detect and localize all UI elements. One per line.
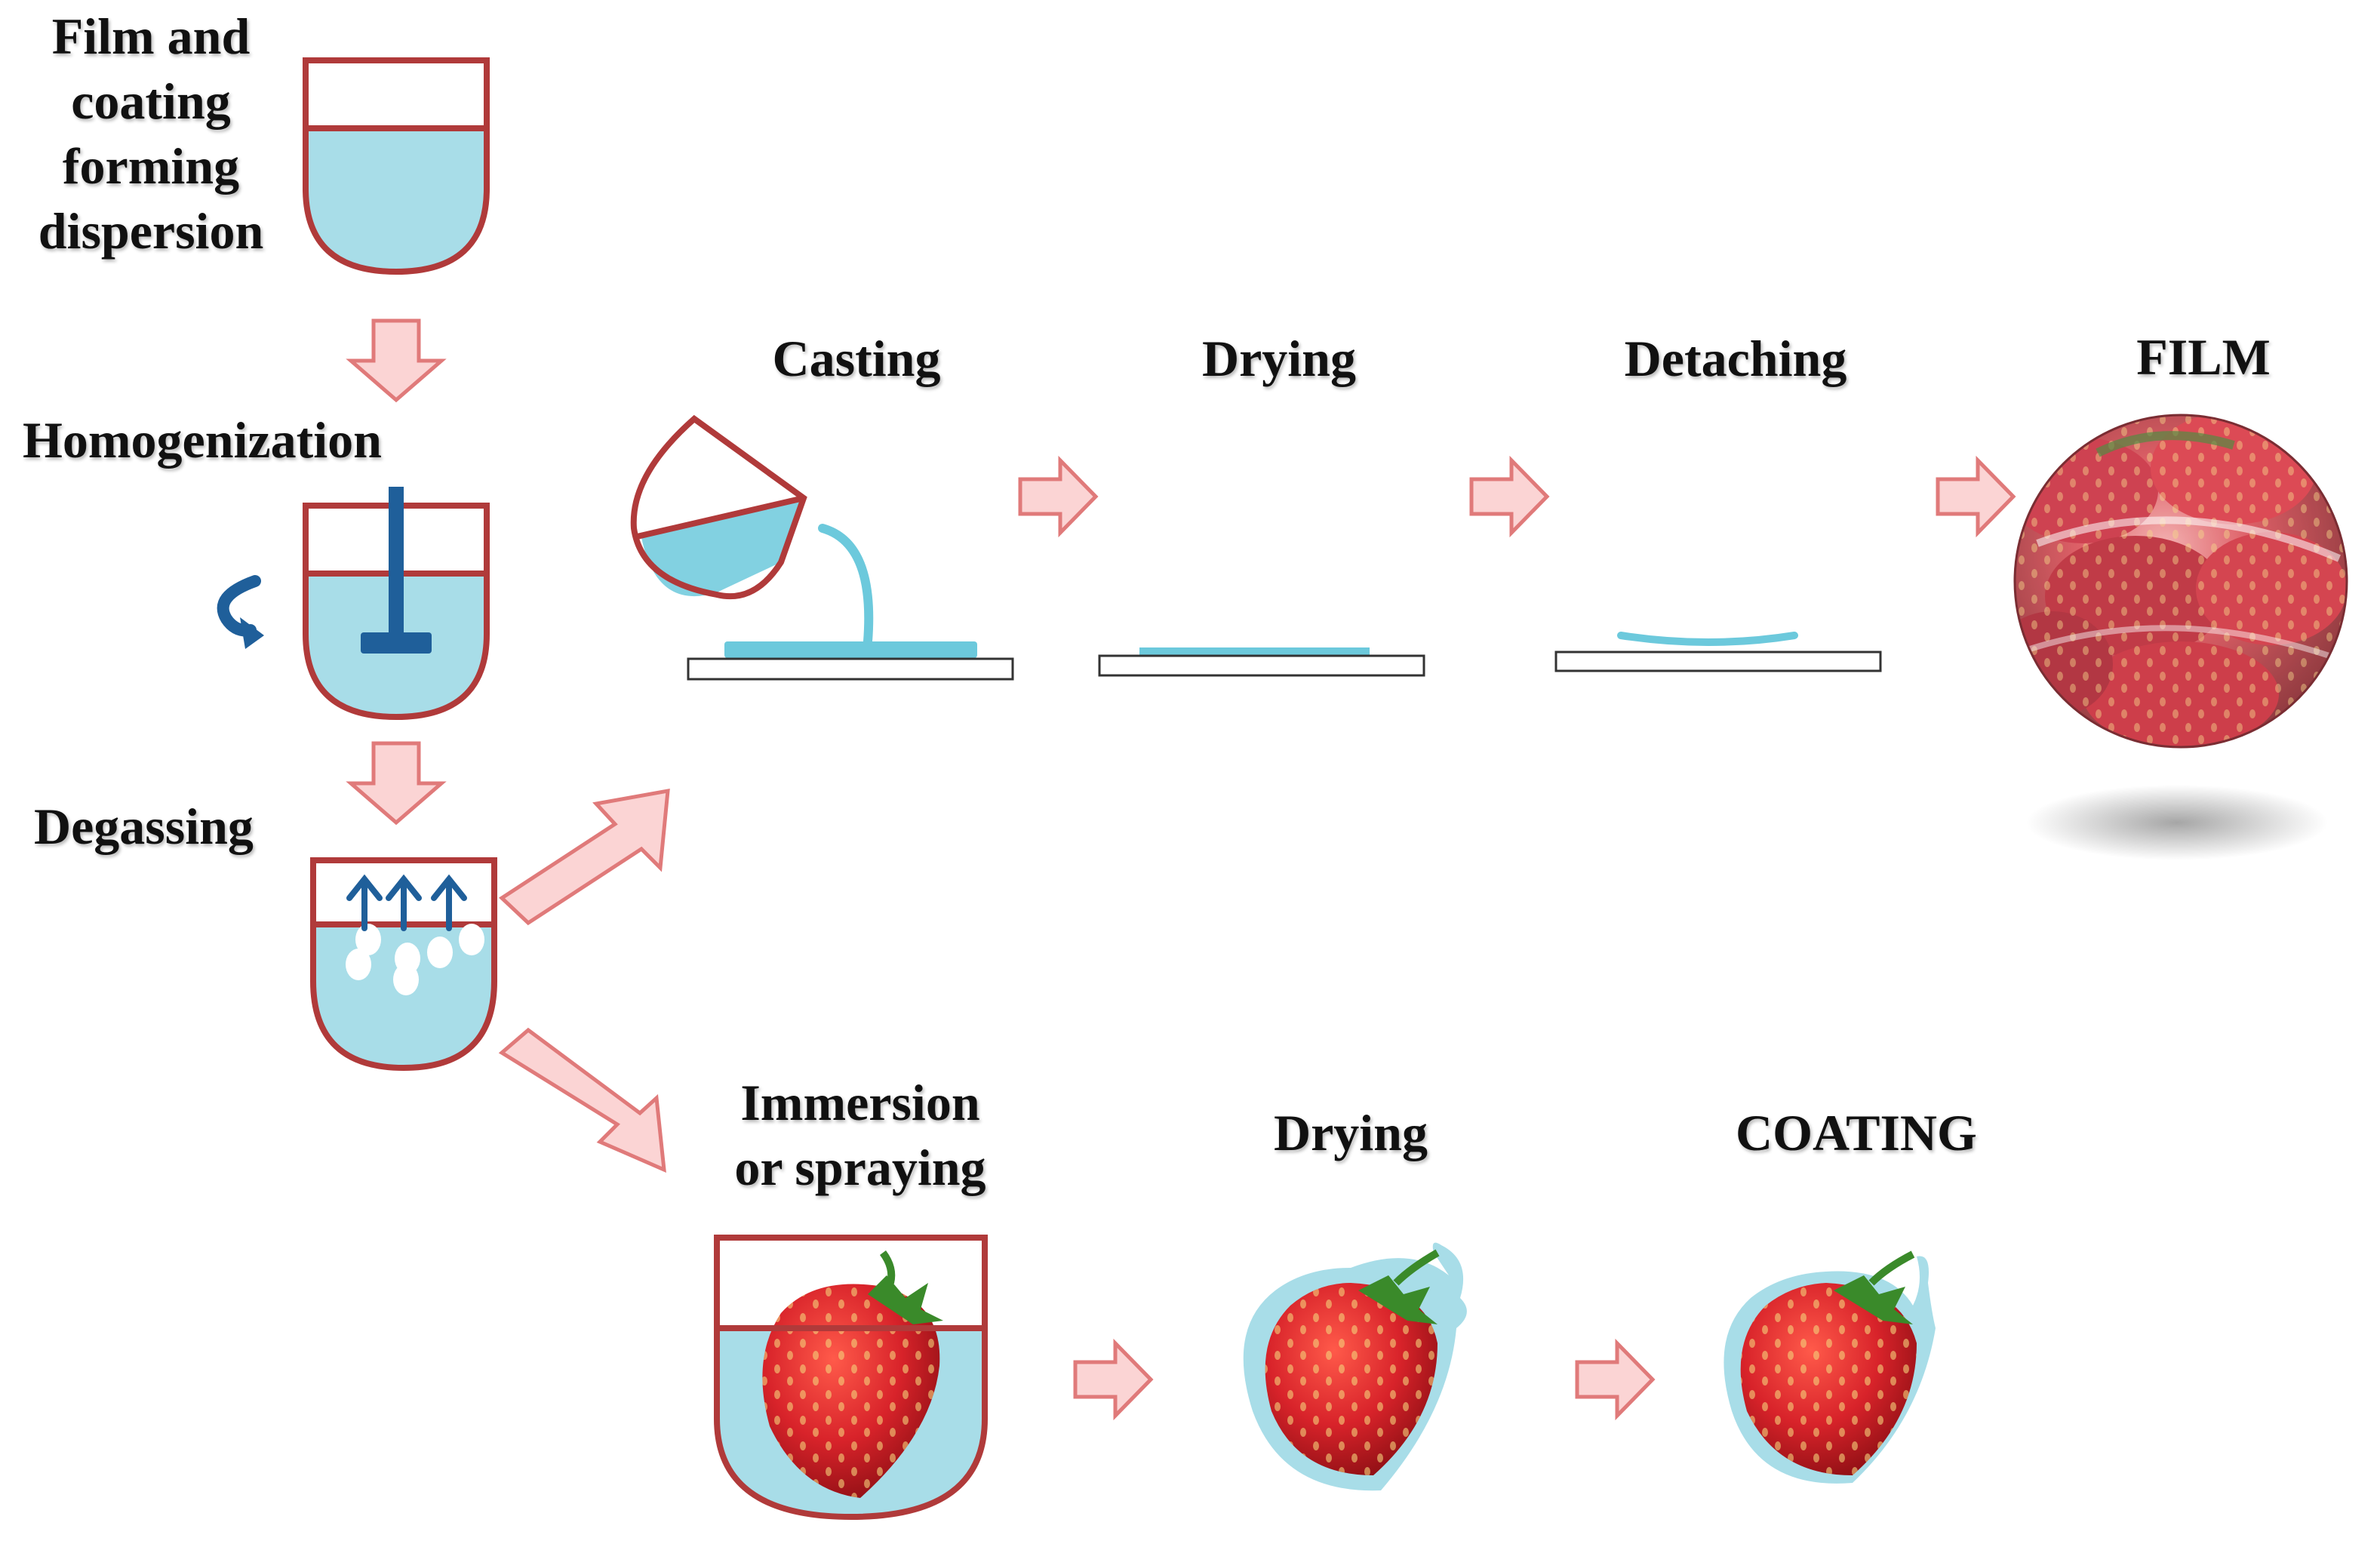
- right-arrow-icon: [1073, 1338, 1154, 1421]
- coated-strawberry-drying: [1243, 1242, 1467, 1491]
- degassing-label: Degassing: [34, 798, 254, 855]
- dispersion-vessel: [303, 57, 490, 275]
- casting-plate: [687, 641, 1014, 681]
- immersion-vessel-outline: [714, 1235, 988, 1521]
- coated-strawberry-final: [1724, 1250, 1936, 1484]
- drying-coating-label: Drying: [1274, 1104, 1428, 1161]
- right-arrow-icon: [1018, 455, 1099, 538]
- pouring-vessel: [630, 414, 807, 600]
- drying-plate: [1098, 647, 1425, 677]
- coating-label: COATING: [1736, 1104, 1977, 1161]
- right-arrow-icon: [1575, 1338, 1656, 1421]
- immersion-label: Immersion or spraying: [702, 1070, 1019, 1200]
- casting-label: Casting: [772, 330, 941, 387]
- film-photo: [2013, 414, 2348, 860]
- down-arrow-icon: [346, 741, 447, 826]
- branch-arrow-down-icon: [498, 1027, 666, 1173]
- dispersion-label-line-2: coating: [71, 72, 231, 130]
- down-arrow-icon: [346, 318, 447, 403]
- right-arrow-icon: [1936, 455, 2016, 538]
- bubbles-icon: [346, 924, 484, 995]
- drying-film-label: Drying: [1202, 330, 1356, 387]
- right-arrow-icon: [1469, 455, 1550, 538]
- homogenization-label: Homogenization: [23, 411, 382, 469]
- dispersion-label-line-4: dispersion: [38, 202, 264, 260]
- detaching-plate: [1554, 632, 1882, 672]
- upward-arrows-icon: [346, 874, 467, 931]
- film-label: FILM: [2136, 328, 2271, 386]
- immersion-label-line-1: Immersion: [740, 1074, 980, 1131]
- strawberry-icon: [762, 1250, 943, 1498]
- dispersion-label-line-3: forming: [62, 137, 240, 195]
- detaching-label: Detaching: [1624, 330, 1847, 387]
- branch-arrow-up-icon: [498, 788, 670, 926]
- pour-stream: [818, 524, 874, 646]
- dispersion-label: Film and coating forming dispersion: [0, 4, 302, 263]
- rotation-arrow-icon: [217, 575, 264, 649]
- immersion-label-line-2: or spraying: [734, 1139, 986, 1196]
- dispersion-label-line-1: Film and: [51, 8, 251, 65]
- stirrer-icon: [361, 487, 432, 654]
